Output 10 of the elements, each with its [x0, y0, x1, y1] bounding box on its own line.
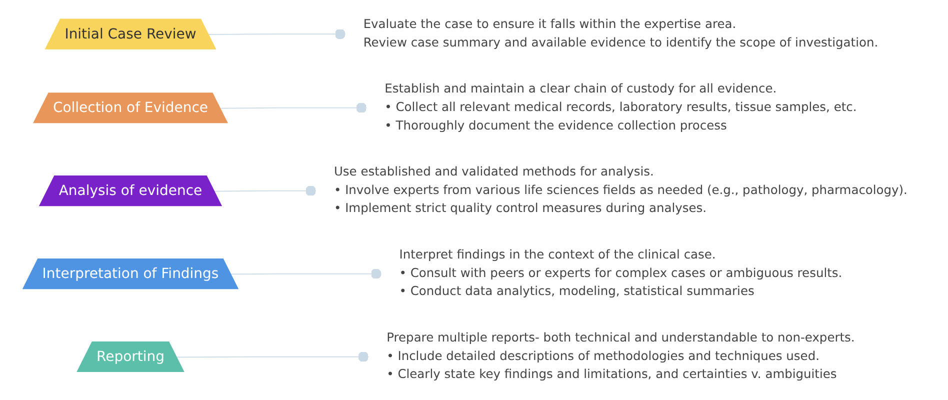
connector — [230, 268, 382, 280]
node-text: Establish and maintain a clear chain of custody for all evidence. • Collect all relevant medical records, laboratory results, tissue samples, etc. • Thoroughly document the evidence collection process — [384, 82, 857, 133]
node-text: Interpret findings in the context of the clinical case. • Consult with peers or experts for complex cases or ambiguous results. • Conduct data analytics, modeling, statistical summaries — [399, 248, 842, 299]
connector — [208, 28, 346, 40]
connector — [176, 351, 370, 362]
node-text: Prepare multiple reports- both technical and understandable to non-experts. • Include detailed descriptions of methodologies and techniques used. • Clearly state key findings and limitations, and certainties v. ambiguities — [386, 331, 855, 382]
node-text: Use established and validated methods for analysis. • Involve experts from various life sciences fields as needed (e.g., pathology, pharmacology). • Implement strict quality control measures during analyses. — [334, 165, 908, 216]
node-text: Evaluate the case to ensure it falls within the expertise area. Review case summary and available evidence to identify the scope of investigation. — [363, 17, 878, 50]
connector — [214, 186, 317, 196]
connector — [220, 102, 368, 114]
